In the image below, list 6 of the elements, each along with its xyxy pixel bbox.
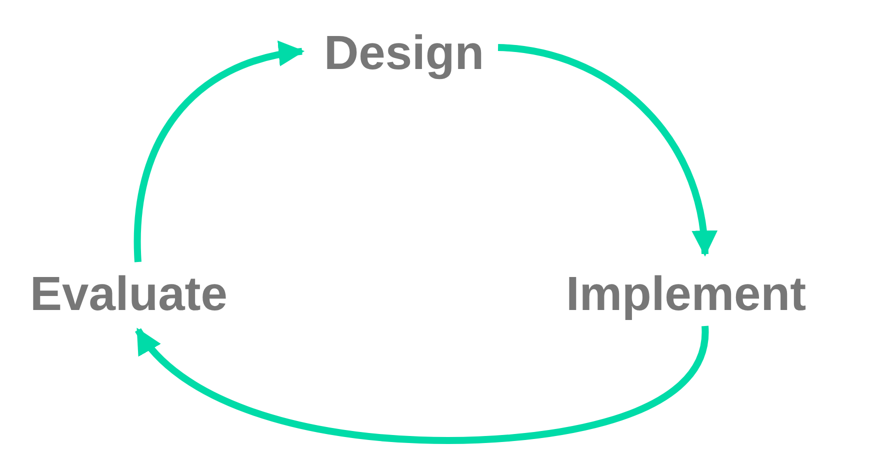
stage-label: Evaluate: [30, 268, 228, 322]
stage-label: Implement: [566, 268, 806, 322]
stage-label: Design: [324, 27, 484, 81]
cycle-arrow: [498, 44, 716, 257]
cycle-arrow: [134, 42, 305, 262]
cycle-arrow: [135, 326, 708, 444]
